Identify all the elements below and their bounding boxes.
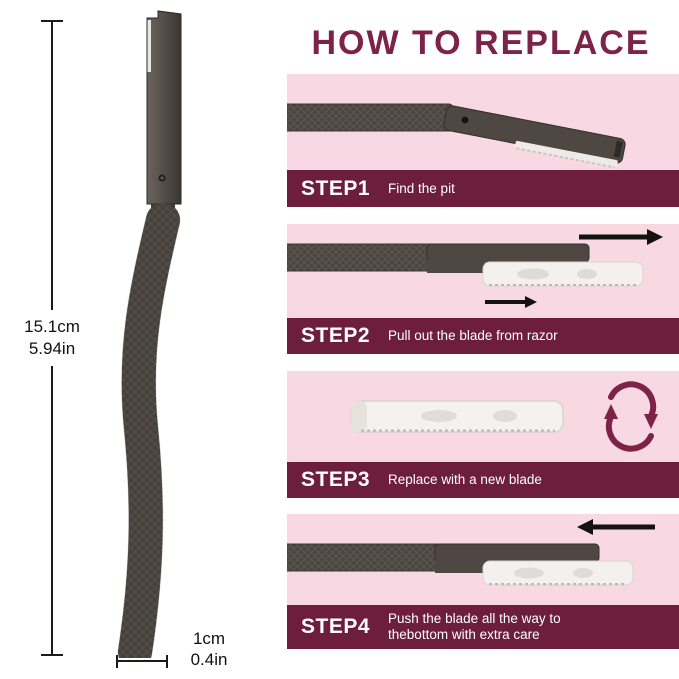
height-dimension-line: 15.1cm 5.94in [24,20,80,656]
blade [482,560,634,586]
step-panel-2: STEP2 Pull out the blade from razor [287,224,679,354]
dimension-cap-right [166,654,168,668]
step1-label: STEP1 [301,176,371,200]
blade [350,400,564,433]
width-dimension-line [116,654,168,668]
razor-find-pit-illustration [287,103,626,169]
dimension-segment [51,22,53,310]
step2-banner: STEP2 Pull out the blade from razor [287,318,679,354]
step4-label: STEP4 [301,615,371,638]
razor-product-illustration [117,10,182,658]
step3-label: STEP3 [301,468,371,491]
height-cm: 15.1cm [24,316,80,336]
pit-dot [461,116,469,124]
step2-label: STEP2 [301,324,371,347]
step4-text: Push the blade all the way to thebottom … [388,611,561,642]
step2-illustration [287,224,679,318]
step-panel-3: STEP3 Replace with a new blade [287,371,679,498]
dimension-cap-left [116,654,118,668]
step3-text: Replace with a new blade [388,472,542,488]
step4-banner: STEP4 Push the blade all the way to theb… [287,605,679,649]
step-panel-1: STEP1 Find the pit [287,74,679,207]
step1-banner: STEP1 Find the pit [287,170,679,207]
step2-text: Pull out the blade from razor [388,328,558,344]
dimension-segment [118,660,166,662]
step1-text: Find the pit [388,180,455,196]
width-dimension-label: 1cm 0.4in [176,628,242,671]
arrow-left-icon [577,519,655,535]
razor-push-blade-illustration [287,519,655,586]
dimension-cap-top [41,20,63,22]
arrow-right-icon [485,296,537,308]
step4-illustration [287,514,679,605]
dimension-segment [51,366,53,654]
razor-pull-blade-illustration [287,229,663,308]
height-in: 5.94in [28,339,76,358]
width-cm: 1cm [192,629,226,648]
step-panel-4: STEP4 Push the blade all the way to theb… [287,514,679,649]
rotate-arrows-icon [604,381,658,452]
blade [482,261,644,287]
new-blade-illustration [350,381,658,452]
step1-illustration [287,74,679,170]
arrow-right-icon [579,229,663,245]
dimension-cap-bottom [41,654,63,656]
step3-banner: STEP3 Replace with a new blade [287,462,679,498]
step3-illustration [287,371,679,462]
width-in: 0.4in [190,650,228,670]
height-dimension-label: 15.1cm 5.94in [24,309,80,367]
page-title: HOW TO REPLACE [311,24,651,62]
